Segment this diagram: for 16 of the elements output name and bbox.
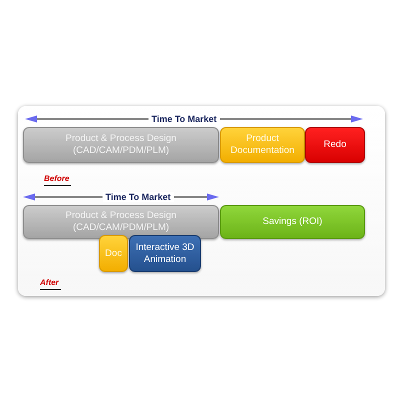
scenario-caption: Before	[44, 174, 72, 186]
process-bar	[305, 127, 365, 163]
process-box	[99, 235, 128, 272]
process-bar	[23, 127, 219, 163]
bar-label: Product & Process Design (CAD/CAM/PDM/PLM)	[64, 133, 178, 157]
bar-label: Redo	[324, 139, 346, 151]
scenario-caption: After	[40, 278, 61, 290]
bar-label: Doc	[105, 248, 122, 260]
bar-label: Product Documentation	[230, 133, 296, 157]
process-bar	[220, 127, 305, 163]
bar-label: Interactive 3D Animation	[134, 242, 196, 266]
bar-label: Product & Process Design (CAD/CAM/PDM/PLM)	[64, 210, 178, 234]
process-box	[129, 235, 201, 272]
bar-label: Savings (ROI)	[262, 216, 322, 228]
process-bar	[23, 205, 219, 239]
process-bar	[220, 205, 365, 239]
